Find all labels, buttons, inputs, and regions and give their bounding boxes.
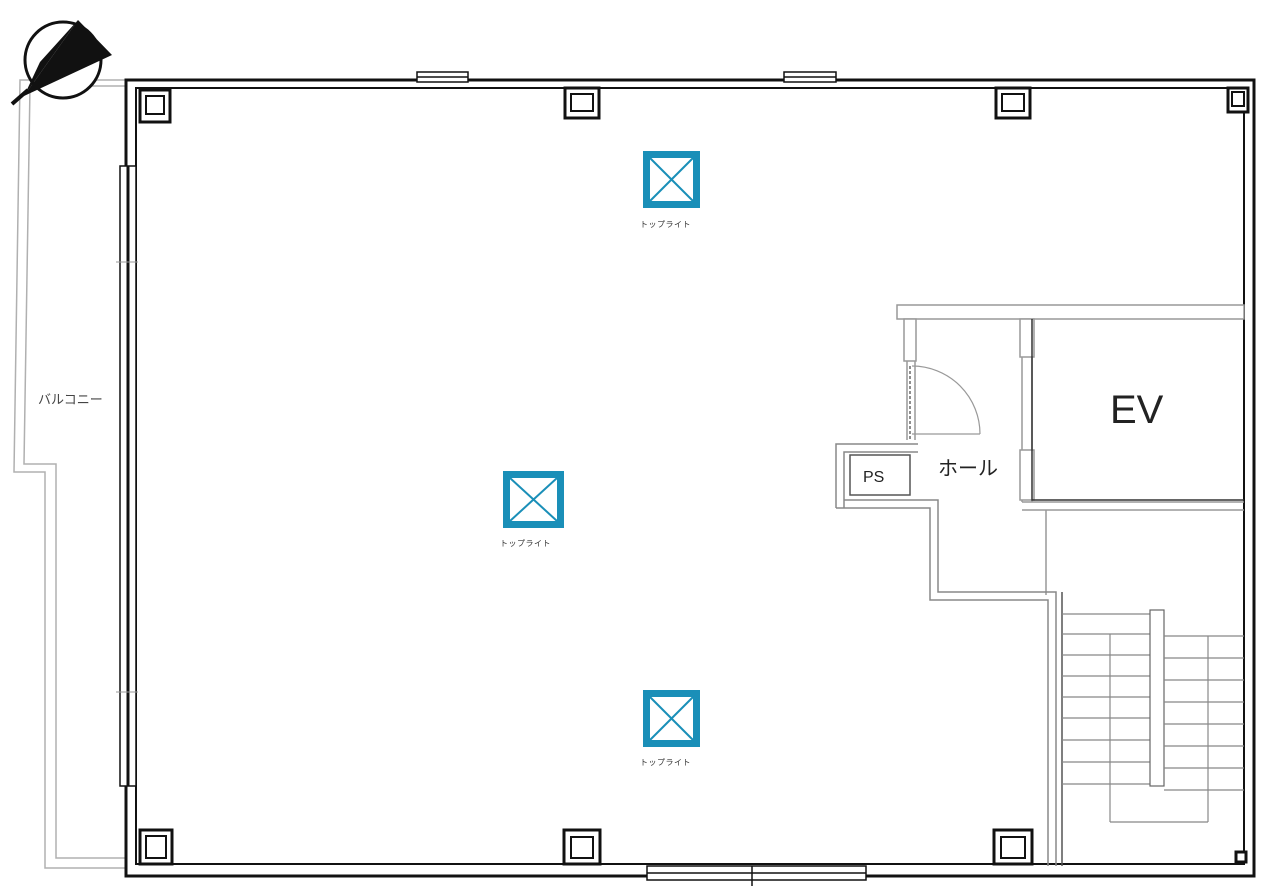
column-se	[1234, 850, 1248, 864]
skylight-1	[643, 151, 700, 208]
skylight-label: トップライト	[640, 220, 691, 229]
hall-label: ホール	[938, 456, 998, 480]
skylight-3	[643, 690, 700, 747]
pipe-space-label: PS	[863, 469, 885, 486]
staircase	[1062, 609, 1244, 823]
hall-door	[909, 365, 981, 440]
skylight-2	[503, 471, 564, 528]
pipe-space-walls	[835, 443, 1063, 866]
columns	[138, 86, 1250, 866]
window-bottom	[646, 865, 867, 886]
north-arrow-icon	[10, 20, 112, 106]
elevator-label: EV	[1110, 388, 1164, 432]
balcony-outline	[13, 79, 125, 869]
elevator-shaft	[1031, 319, 1244, 501]
balcony-label: バルコニー	[38, 393, 103, 408]
skylight-label: トップライト	[640, 758, 691, 767]
window-top-1	[416, 71, 469, 83]
skylight-label: トップライト	[500, 539, 551, 548]
window-top-2	[783, 71, 837, 83]
window-left	[116, 165, 138, 787]
core-walls	[896, 304, 1245, 595]
